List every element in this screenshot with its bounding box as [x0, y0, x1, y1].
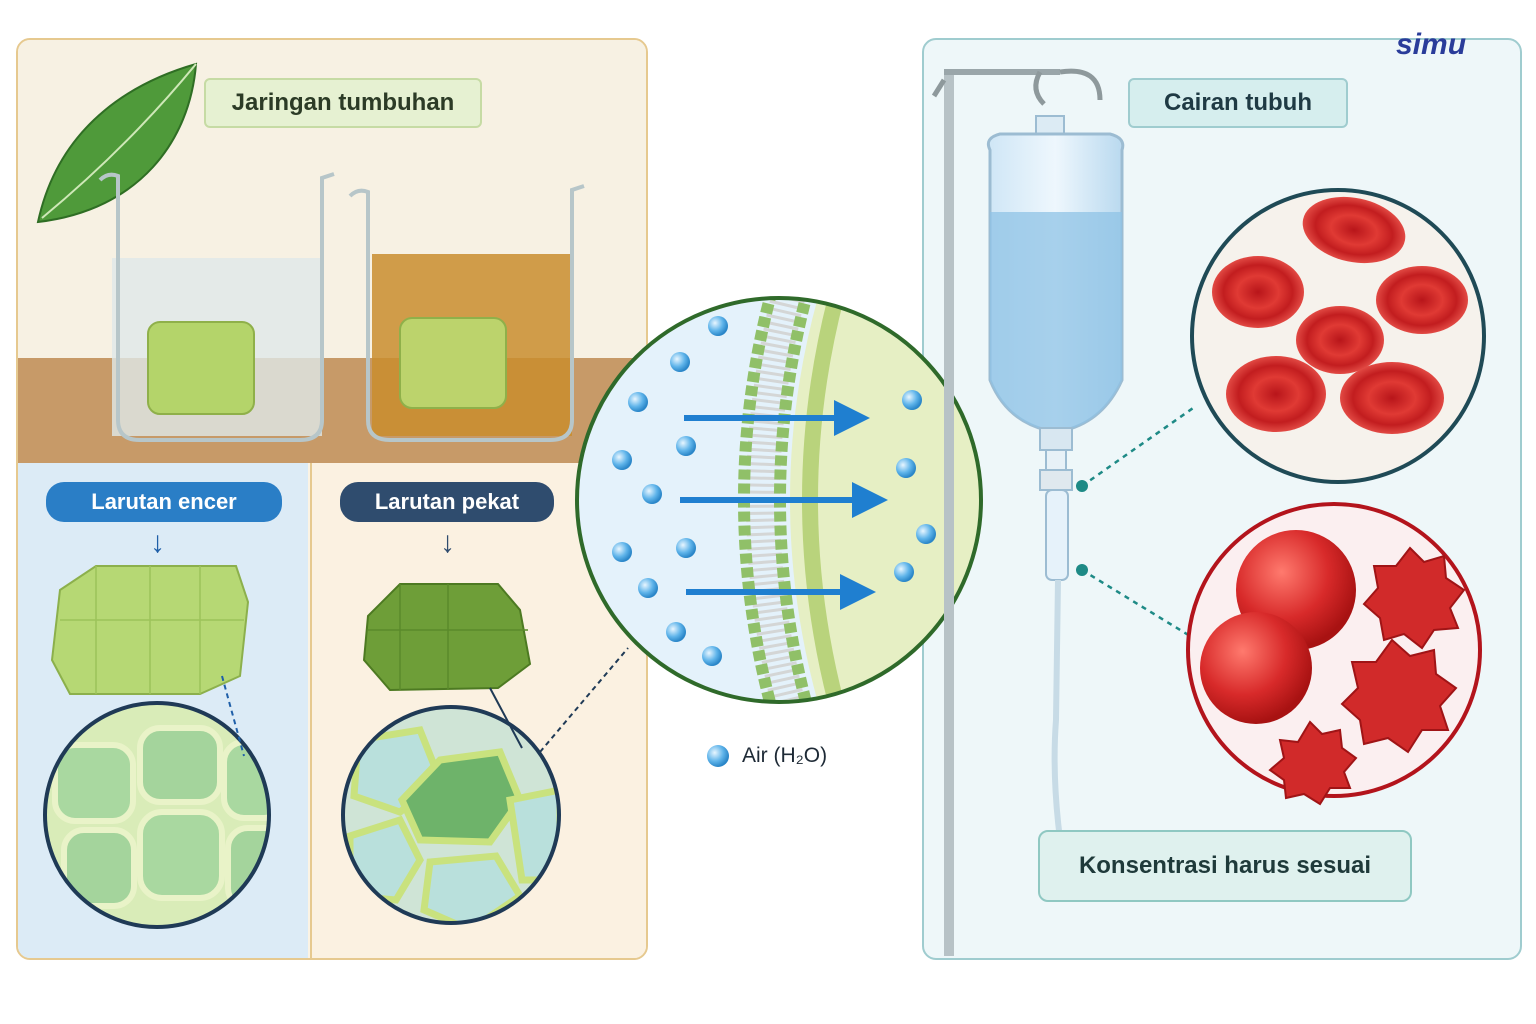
- arrow-down-icon: ↓: [440, 526, 455, 559]
- crenated-cell: [1340, 638, 1458, 754]
- zoom-pointer-line: [221, 675, 245, 757]
- membrane-pointer-line: [539, 647, 629, 753]
- swollen-tissue-block: [50, 565, 250, 695]
- water-flow-arrows: [680, 400, 888, 610]
- brand-logo: simu: [1396, 28, 1467, 61]
- dilute-solution-label: Larutan encer: [46, 482, 282, 522]
- water-molecule-icon: [612, 316, 936, 666]
- cell-membrane-magnified: [575, 296, 983, 704]
- plasmolysed-cells-magnified: [341, 705, 561, 925]
- water-legend-label: Air (H₂O): [742, 744, 828, 767]
- body-fluid-title: Cairan tubuh: [1128, 78, 1348, 128]
- concentration-note: Konsentrasi harus sesuai: [1038, 830, 1412, 902]
- water-molecule-icon: [707, 745, 729, 767]
- normal-red-blood-cells-magnified: [1190, 188, 1486, 484]
- beaker-clear-water: [98, 172, 335, 442]
- abnormal-cells-pointer-line: [1081, 568, 1191, 638]
- iv-stand: [931, 68, 1103, 956]
- normal-cells-pointer-line: [1081, 404, 1197, 488]
- iv-bag: [986, 115, 1125, 901]
- crenated-cell: [1268, 720, 1358, 806]
- abnormal-red-blood-cells-magnified: [1186, 502, 1482, 806]
- concentrated-solution-label: Larutan pekat: [340, 482, 554, 522]
- shrunk-tissue-block: [362, 583, 532, 692]
- crenated-cell: [1362, 546, 1466, 650]
- swollen-cells-magnified: [43, 701, 271, 929]
- plant-tissue-title: Jaringan tumbuhan: [204, 78, 482, 128]
- arrow-down-icon: ↓: [150, 526, 165, 559]
- plant-tissue-block: [147, 321, 255, 415]
- plant-tissue-block: [399, 317, 507, 409]
- swollen-cell: [1200, 612, 1312, 724]
- beaker-concentrated-solution: [348, 184, 585, 442]
- zoom-pointer-line: [489, 687, 523, 749]
